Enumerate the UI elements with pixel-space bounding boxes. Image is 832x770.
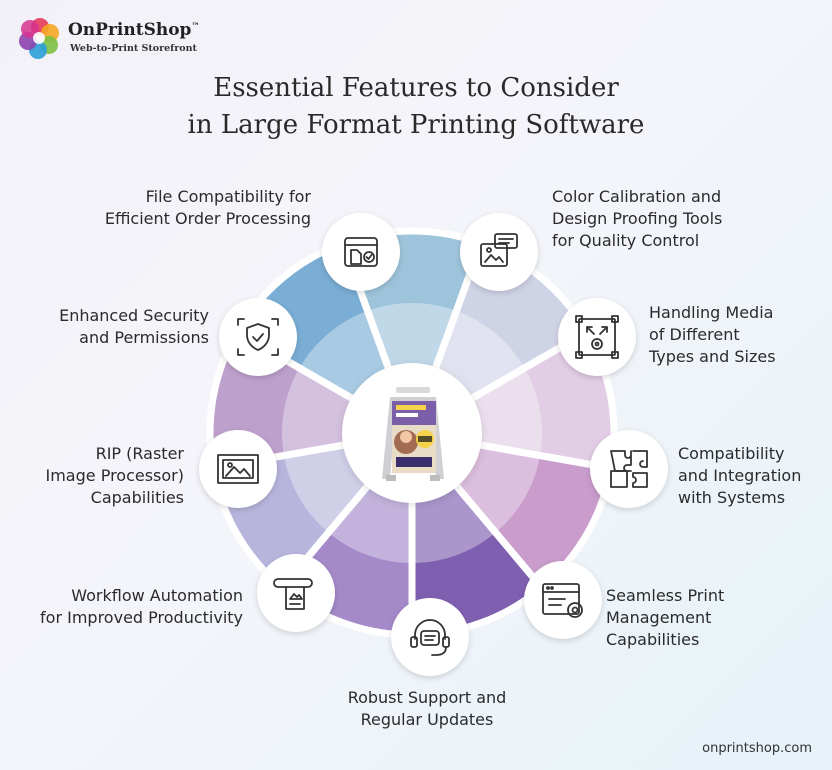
icon-glyph [410, 619, 450, 656]
feature-label-line: Compatibility [678, 444, 785, 463]
title-line-2: in Large Format Printing Software [187, 110, 645, 140]
icon-badge [322, 213, 400, 291]
brand-name: OnPrintShop™ [68, 20, 200, 40]
feature-label-line: File Compatibility for [145, 187, 311, 206]
feature-label-line: for Improved Productivity [40, 608, 243, 627]
icon-glyph [610, 450, 648, 488]
icon-badge [257, 554, 335, 632]
icon-glyph [480, 233, 518, 267]
feature-label: Compatibility and Integration with Systems [678, 443, 801, 509]
feature-label-line: Enhanced Security [59, 306, 209, 325]
icon-glyph [237, 318, 279, 356]
feature-label-line: Design Proofing Tools [552, 209, 723, 228]
feature-label-line: Image Processor) [45, 466, 185, 485]
brand-trademark: ™ [191, 20, 200, 31]
footer-url[interactable]: onprintshop.com [702, 741, 812, 756]
feature-label-line: Efficient Order Processing [104, 209, 311, 228]
icon-glyph [344, 237, 378, 267]
feature-label-line: and Integration [678, 466, 802, 485]
feature-label-line: Robust Support and [347, 688, 507, 707]
icon-badge [524, 561, 602, 639]
icon-glyph [217, 454, 259, 484]
feature-label: Enhanced Security and Permissions [59, 305, 209, 349]
print-management-icon [524, 561, 602, 639]
puzzle-icon [590, 430, 668, 508]
icon-badge [391, 598, 469, 676]
brand-logo[interactable]: OnPrintShop™ Web-to-Print Storefront [18, 16, 218, 64]
feature-label-line: and Permissions [79, 328, 209, 347]
resize-media-icon [558, 298, 636, 376]
icon-badge [590, 430, 668, 508]
feature-label: Workflow Automation for Improved Producti… [40, 585, 243, 629]
icon-glyph [575, 315, 619, 359]
feature-label-line: Regular Updates [360, 710, 494, 729]
design-proofing-icon [460, 213, 538, 291]
feature-label-line: Management [606, 608, 712, 627]
a-frame-sign-icon [382, 387, 444, 481]
file-check-icon [322, 213, 400, 291]
icon-badge [199, 430, 277, 508]
page-title: Essential Features to Consider in Large … [0, 70, 832, 144]
logo-flower-icon [19, 18, 59, 59]
shield-check-icon [219, 298, 297, 376]
icon-badge [460, 213, 538, 291]
feature-label-line: Capabilities [606, 630, 700, 649]
feature-label-line: with Systems [678, 488, 786, 507]
icon-glyph [273, 578, 313, 610]
brand-tagline: Web-to-Print Storefront [70, 43, 197, 54]
headset-icon [391, 598, 469, 676]
feature-label-line: RIP (Raster [95, 444, 184, 463]
icon-badge [558, 298, 636, 376]
feature-label-line: Seamless Print [606, 586, 725, 605]
scroll-document-icon [257, 554, 335, 632]
feature-label-line: Handling Media [649, 303, 774, 322]
icon-glyph [542, 583, 583, 618]
title-line-1: Essential Features to Consider [213, 73, 619, 103]
feature-label-line: Color Calibration and [552, 187, 722, 206]
feature-label-line: Types and Sizes [649, 347, 776, 366]
feature-label-line: for Quality Control [552, 231, 700, 250]
image-frame-icon [199, 430, 277, 508]
feature-label-line: Workflow Automation [71, 586, 243, 605]
feature-label-line: Capabilities [90, 488, 184, 507]
feature-label-line: of Different [649, 325, 740, 344]
icon-badge [219, 298, 297, 376]
